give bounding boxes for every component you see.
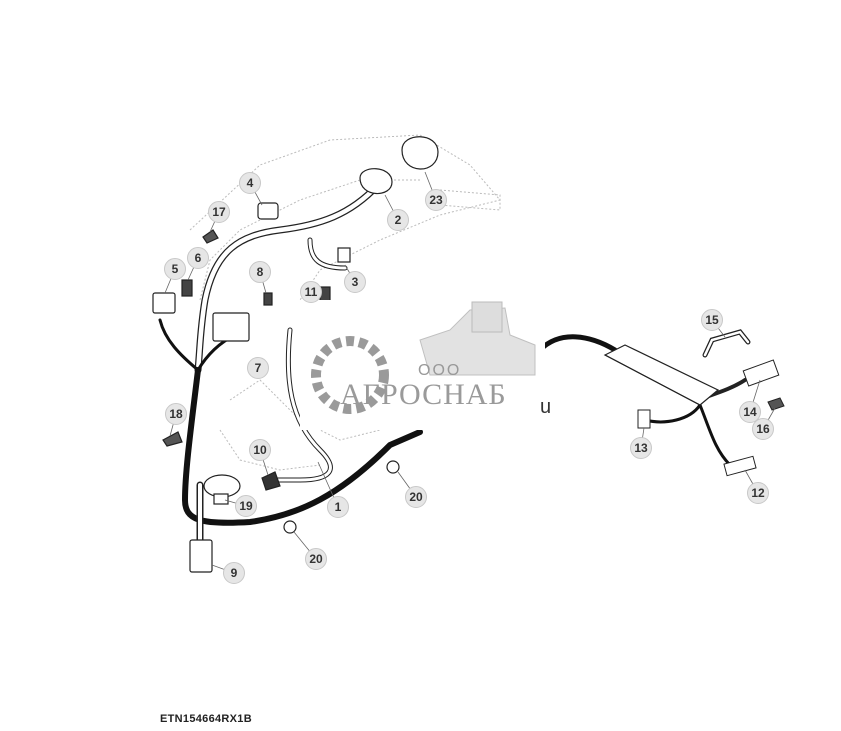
connector-7 xyxy=(212,312,250,342)
callout-12: 12 xyxy=(747,482,769,504)
connector-5 xyxy=(152,292,176,314)
callout-1: 1 xyxy=(327,496,349,518)
callout-2: 2 xyxy=(387,209,409,231)
stray-text: u xyxy=(540,396,552,418)
callout-14: 14 xyxy=(739,401,761,423)
callout-20b: 20 xyxy=(305,548,327,570)
gear-icon xyxy=(311,336,389,414)
connector-3 xyxy=(337,247,351,263)
clip-17 xyxy=(202,229,219,244)
combine-harvester-icon xyxy=(419,301,536,376)
callout-20a: 20 xyxy=(405,486,427,508)
clamp-2 xyxy=(359,168,393,195)
module-14 xyxy=(742,359,780,387)
watermark-logo: ООО АГРОСНАБ xyxy=(300,300,545,430)
callout-6: 6 xyxy=(187,247,209,269)
callout-4: 4 xyxy=(239,172,261,194)
callout-10: 10 xyxy=(249,439,271,461)
callout-18: 18 xyxy=(165,403,187,425)
clamp-23 xyxy=(401,136,439,170)
callout-19: 19 xyxy=(235,495,257,517)
callout-11: 11 xyxy=(300,281,322,303)
callout-5: 5 xyxy=(164,258,186,280)
connector-6 xyxy=(181,279,193,297)
sub-harness-right xyxy=(537,329,785,477)
callout-3: 3 xyxy=(344,271,366,293)
callout-17: 17 xyxy=(208,201,230,223)
connector-9 xyxy=(189,539,213,573)
callout-7: 7 xyxy=(247,357,269,379)
main-harness-lower xyxy=(158,318,423,544)
connector-12 xyxy=(723,455,757,477)
figure-code: ETN154664RX1B xyxy=(160,713,252,725)
connector-4 xyxy=(257,202,279,220)
callout-15: 15 xyxy=(701,309,723,331)
connectors xyxy=(152,136,439,573)
clip-18 xyxy=(162,431,183,447)
callout-23: 23 xyxy=(425,189,447,211)
watermark-prefix: ООО xyxy=(418,362,462,379)
clamp-20b xyxy=(283,520,297,534)
callout-9: 9 xyxy=(223,562,245,584)
callout-13: 13 xyxy=(630,437,652,459)
connector-13 xyxy=(637,409,651,429)
clip-16 xyxy=(767,397,785,411)
connector-10 xyxy=(261,471,281,491)
clamp-20a xyxy=(386,460,400,474)
callout-16: 16 xyxy=(752,418,774,440)
watermark-name: АГРОСНАБ xyxy=(340,378,507,411)
callout-8: 8 xyxy=(249,261,271,283)
connector-8 xyxy=(263,292,273,306)
main-harness-upper xyxy=(194,181,382,374)
